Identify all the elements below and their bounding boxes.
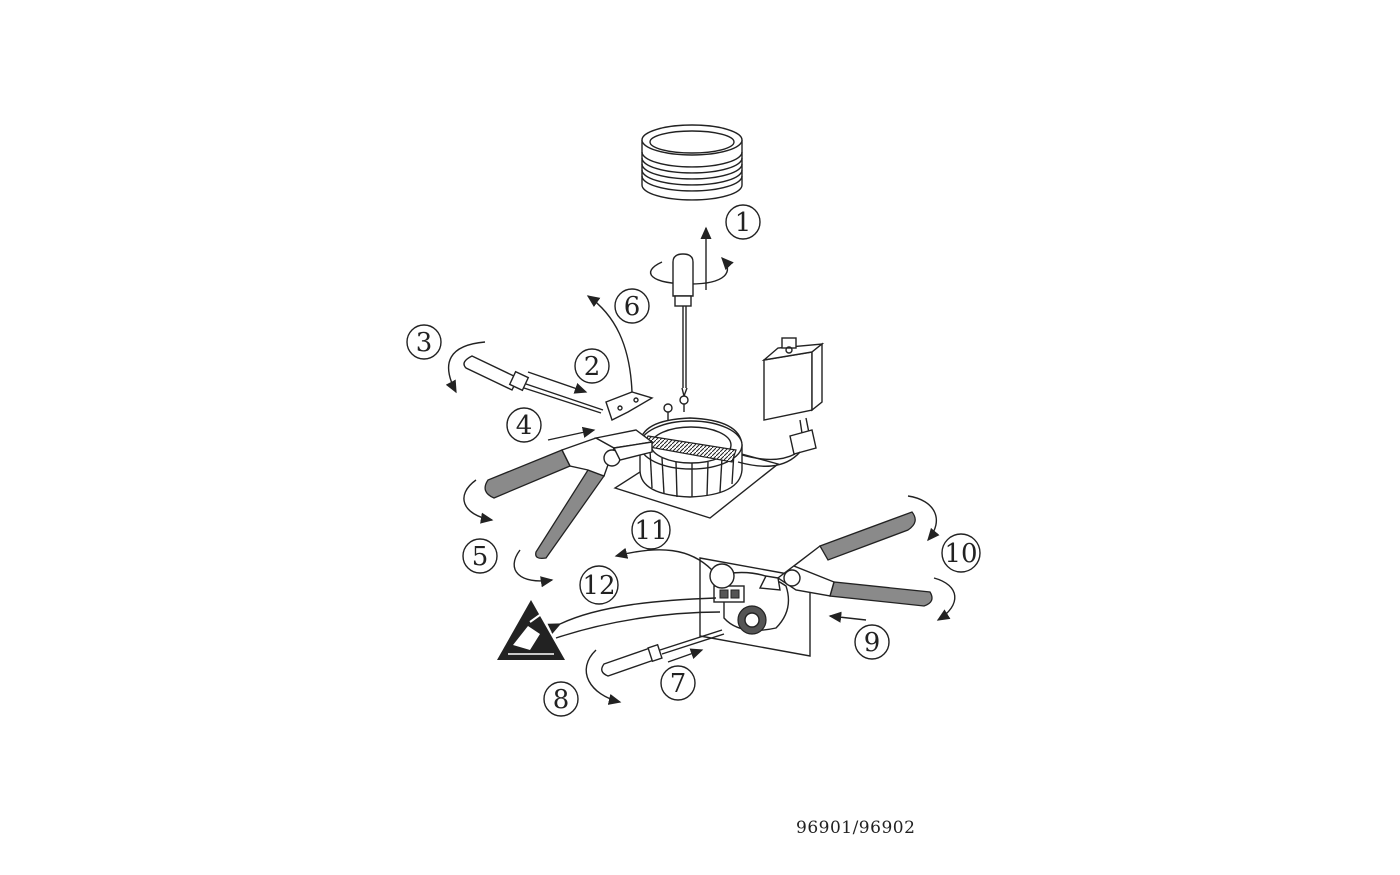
svg-text:2: 2 (584, 352, 601, 382)
screwdriver-lower (601, 629, 725, 677)
step-1-marker: 1 (725, 204, 761, 240)
svg-text:8: 8 (553, 685, 570, 715)
step-11-marker: 11 (631, 510, 671, 550)
step-4-marker: 4 (506, 407, 542, 443)
step-9-marker: 9 (854, 624, 890, 660)
step-5-arrow-bottom (513, 549, 554, 588)
screwdriver-left (463, 355, 604, 414)
step-9-arrow (828, 611, 867, 623)
driver-box (737, 337, 825, 467)
screwdriver-top (672, 253, 694, 399)
pliers-lower (758, 511, 933, 607)
svg-text:4: 4 (516, 411, 533, 441)
step-8-marker: 8 (543, 681, 579, 717)
step-12-arrows (547, 597, 721, 639)
small-screws (663, 395, 689, 420)
svg-text:10: 10 (944, 539, 977, 569)
step-5-marker: 5 (462, 538, 498, 574)
step-3-marker: 3 (406, 324, 442, 360)
step-6-arrow (586, 295, 633, 393)
step-10-marker: 10 (941, 533, 981, 573)
step-3-arrow (445, 341, 486, 394)
step-10-arrow-top (907, 495, 940, 542)
svg-text:3: 3 (416, 328, 433, 358)
step-12-marker: 12 (579, 565, 619, 605)
step-7-arrow (667, 648, 704, 663)
step-11-arrow (614, 547, 713, 571)
step-4-arrow (547, 426, 596, 441)
step-10-arrow-bottom (933, 577, 956, 621)
svg-text:6: 6 (624, 292, 641, 322)
step-7-marker: 7 (660, 665, 696, 701)
step-5-arrow-left (463, 479, 494, 524)
svg-text:7: 7 (670, 669, 687, 699)
esd-warning-icon (497, 600, 565, 660)
step-2-arrow (527, 371, 588, 394)
svg-text:12: 12 (582, 571, 615, 601)
svg-text:1: 1 (735, 208, 752, 238)
model-code: 96901/96902 (796, 818, 916, 838)
svg-text:5: 5 (472, 542, 489, 572)
step-6-marker: 6 (614, 288, 650, 324)
svg-text:9: 9 (864, 628, 881, 658)
step-2-marker: 2 (574, 348, 610, 384)
svg-text:11: 11 (634, 516, 667, 546)
pliers-upper (484, 429, 654, 560)
step-8-arrow (585, 649, 622, 705)
trim-ring (641, 124, 743, 201)
wire-clip (605, 391, 654, 421)
